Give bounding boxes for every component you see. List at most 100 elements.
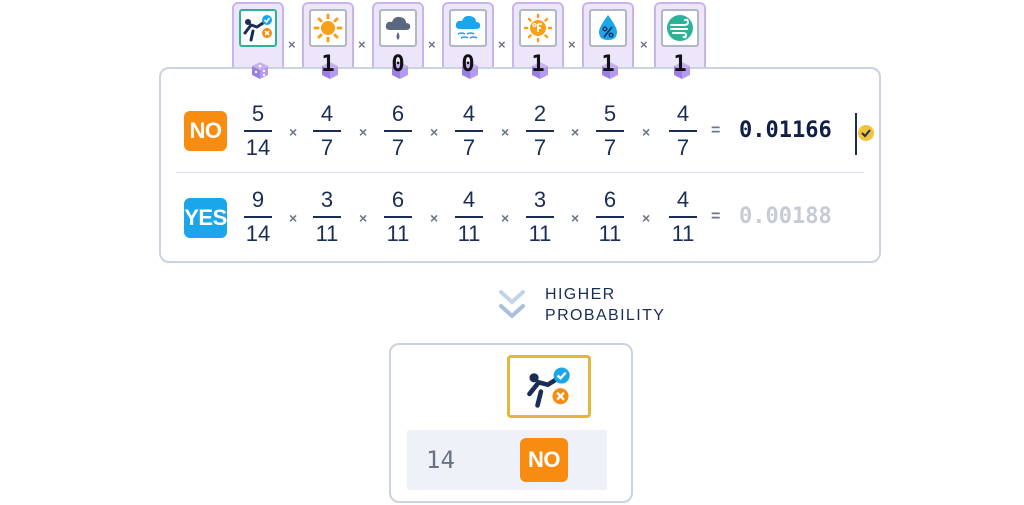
multiply-sign: × [289, 124, 298, 140]
feature-value: 0 [391, 52, 405, 77]
fraction-bar [244, 130, 272, 132]
feature-tile-play [232, 2, 284, 82]
multiply-sign: × [358, 37, 366, 52]
row-number: 14 [426, 446, 455, 474]
wind-cloud-icon [449, 9, 487, 47]
humidity-drop-icon [589, 9, 627, 47]
class-badge-yes: YES [184, 198, 227, 238]
multiply-sign: × [501, 210, 510, 226]
feature-value: 1 [321, 52, 335, 77]
feature-tile-wind: 1 [654, 2, 706, 82]
multiply-sign: × [571, 124, 580, 140]
numerator: 4 [676, 187, 690, 212]
denominator: 14 [245, 221, 271, 246]
multiply-sign: × [642, 124, 651, 140]
sun-icon [309, 9, 347, 47]
feature-tile-temperature: 1 [512, 2, 564, 82]
fraction-bar [244, 216, 272, 218]
selection-marker [855, 113, 857, 155]
dice-icon [252, 62, 268, 79]
temperature-sun-icon [519, 9, 557, 47]
fraction-bar [313, 130, 341, 132]
numerator: 4 [462, 187, 476, 212]
dice-icon [322, 62, 338, 79]
result-yes: 0.00188 [739, 204, 832, 229]
numerator: 6 [391, 101, 405, 126]
dice-icon [532, 62, 548, 79]
play-target-tile [507, 355, 591, 418]
prediction-badge-no: NO [520, 438, 568, 482]
golf-play-icon [527, 366, 570, 408]
dice-icon [462, 62, 478, 79]
dice-icon [602, 62, 618, 79]
denominator: 11 [315, 221, 339, 246]
feature-value: 0 [461, 52, 475, 77]
result-no: 0.01166 [739, 118, 832, 143]
numerator: 3 [533, 187, 547, 212]
denominator: 7 [320, 135, 334, 160]
multiply-sign: × [501, 124, 510, 140]
denominator: 7 [603, 135, 617, 160]
fraction-bar [596, 216, 624, 218]
feature-tile-humidity: 1 [582, 2, 634, 82]
fraction-bar [313, 216, 341, 218]
numerator: 6 [603, 187, 617, 212]
denominator: 11 [598, 221, 622, 246]
equals-sign: = [711, 208, 721, 225]
multiply-sign: × [640, 37, 648, 52]
numerator: 4 [320, 101, 334, 126]
feature-tile-overcast: 0 [442, 2, 494, 82]
fraction-bar [526, 130, 554, 132]
higher-probability-label: HIGHER PROBABILITY [545, 284, 665, 326]
fraction-bar [669, 130, 697, 132]
multiply-sign: × [430, 124, 439, 140]
fraction-bar [455, 130, 483, 132]
multiply-sign: × [571, 210, 580, 226]
denominator: 7 [676, 135, 690, 160]
prediction-row [407, 430, 607, 490]
denominator: 7 [533, 135, 547, 160]
label-line-1: HIGHER [545, 286, 616, 303]
multiply-sign: × [428, 37, 436, 52]
feature-tile-sunny: 1 [302, 2, 354, 82]
fraction-bar [669, 216, 697, 218]
class-badge-no: NO [184, 111, 227, 151]
feature-value: 1 [601, 52, 615, 77]
numerator: 9 [251, 187, 265, 212]
fraction-bar [596, 130, 624, 132]
multiply-sign: × [359, 210, 368, 226]
fraction-bar [384, 216, 412, 218]
probability-panel [159, 67, 881, 263]
feature-tile-rain: 0 [372, 2, 424, 82]
label-line-2: PROBABILITY [545, 307, 666, 324]
fraction-bar [384, 130, 412, 132]
numerator: 5 [251, 101, 265, 126]
numerator: 2 [533, 101, 547, 126]
denominator: 11 [386, 221, 410, 246]
numerator: 4 [462, 101, 476, 126]
numerator: 5 [603, 101, 617, 126]
multiply-sign: × [289, 210, 298, 226]
denominator: 11 [671, 221, 695, 246]
wind-icon [661, 9, 699, 47]
multiply-sign: × [430, 210, 439, 226]
multiply-sign: × [568, 37, 576, 52]
check-icon [858, 125, 874, 141]
golf-play-icon [239, 9, 277, 47]
fraction-bar [455, 216, 483, 218]
feature-value: 1 [673, 52, 687, 77]
dice-icon [392, 62, 408, 79]
numerator: 4 [676, 101, 690, 126]
feature-value: 1 [531, 52, 545, 77]
multiply-sign: × [498, 37, 506, 52]
